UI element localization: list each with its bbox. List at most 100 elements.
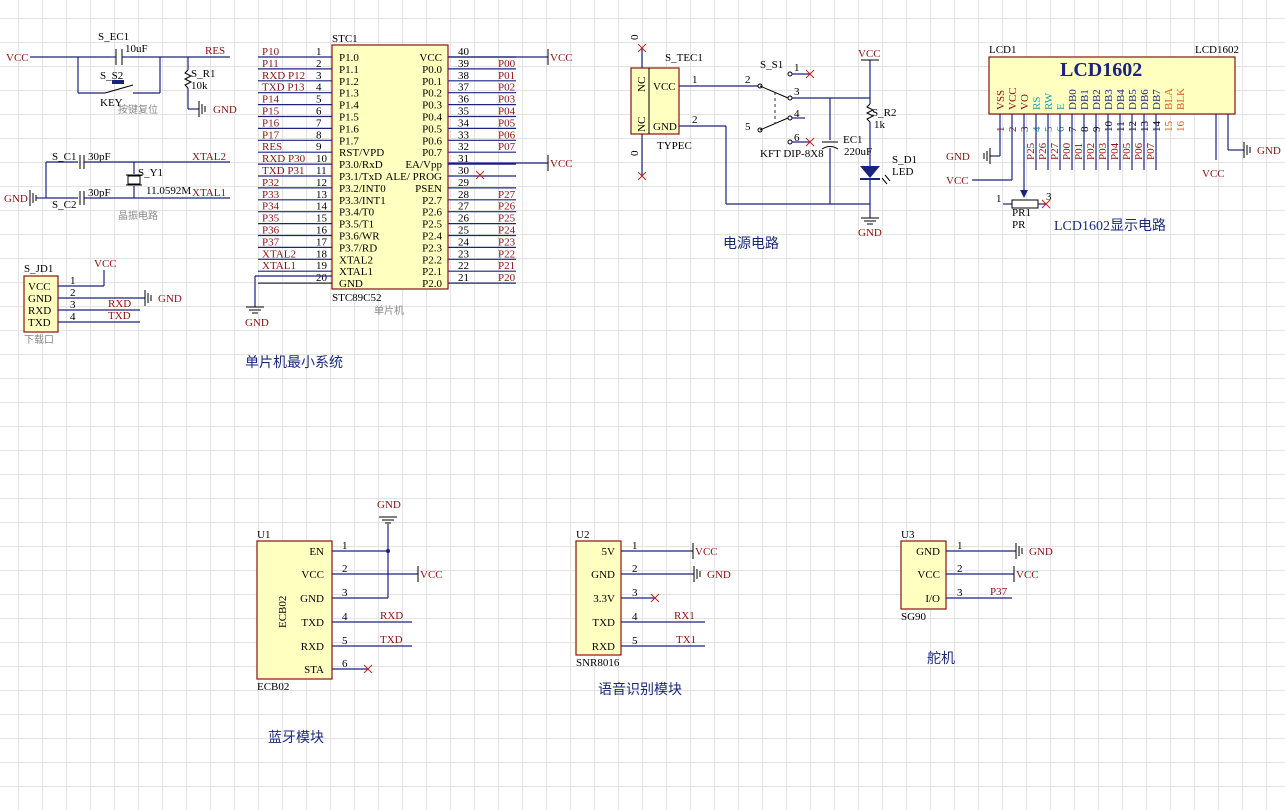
voice-pin-num: 1 — [632, 540, 638, 552]
voice-pin-num: 5 — [632, 635, 638, 647]
mcu-pin-num: 7 — [316, 117, 322, 129]
res-net-label: RES — [205, 45, 225, 57]
crystal-ref: S_Y1 — [138, 167, 163, 179]
crystal-c1-ref: S_C1 — [52, 151, 76, 163]
lcd-pin-label: BLA — [1163, 88, 1175, 110]
servo-part: SG90 — [901, 611, 927, 623]
vcc-label: VCC — [1016, 569, 1039, 581]
mcu-pin-num: 10 — [316, 153, 328, 165]
mcu-net-label: RES — [262, 141, 282, 153]
gnd-label: GND — [158, 293, 182, 305]
mcu-net-label: P03 — [498, 94, 516, 106]
lcd-pin-num: 5 — [1043, 126, 1055, 132]
voice-net-rx1: RX1 — [674, 610, 695, 622]
mcu-pin-label: ALE/ PROG — [385, 171, 442, 183]
gnd-label: GND — [245, 317, 269, 329]
typec-part: TYPEC — [657, 140, 692, 152]
mcu-pin-num: 26 — [458, 213, 470, 225]
mcu-pin-label: VCC — [419, 52, 442, 64]
gnd-label: GND — [4, 193, 28, 205]
mcu-body[interactable] — [331, 44, 449, 290]
mcu-pin-num: 1 — [316, 46, 322, 58]
bt-body[interactable] — [256, 540, 333, 680]
lcd-pin-num: 16 — [1175, 121, 1187, 133]
voice-pin-label: RXD — [592, 641, 615, 653]
servo-pin-label: VCC — [917, 569, 940, 581]
lcd-pin-num: 3 — [1019, 126, 1031, 132]
voice-ref: U2 — [576, 529, 589, 541]
typec-connector[interactable] — [630, 67, 680, 135]
mcu-net-label: P32 — [262, 177, 279, 189]
lcd-net-label: P06 — [1133, 142, 1145, 160]
lcd-body[interactable] — [988, 56, 1236, 115]
mcu-net-label: P37 — [262, 236, 280, 248]
crystal-value: 11.0592M — [146, 185, 191, 197]
mcu-pin-label: P1.0 — [339, 52, 359, 64]
switch-ref: S_S1 — [760, 59, 783, 71]
mcu-pin-label: EA/Vpp — [405, 159, 442, 171]
mcu-pin-label: P1.5 — [339, 112, 359, 124]
lcd-net-label: P04 — [1109, 142, 1121, 160]
mcu-pin-num: 31 — [458, 153, 469, 165]
pin-num: 3 — [794, 86, 800, 98]
lcd-pin-num: 9 — [1091, 126, 1103, 132]
lcd-pin-label: BLK — [1175, 88, 1187, 110]
mcu-net-label: XTAL1 — [262, 260, 296, 272]
bt-pin-num: 6 — [342, 658, 348, 670]
mcu-pin-label: P1.7 — [339, 135, 359, 147]
mcu-net-label: P10 — [262, 46, 280, 58]
mcu-net-label: P01 — [498, 70, 515, 82]
lcd-pin-label: DB4 — [1115, 89, 1127, 110]
download-connector[interactable] — [23, 275, 59, 333]
lcd-pin-label: DB5 — [1127, 89, 1139, 110]
switch-part: KFT DIP-8X8 — [760, 148, 824, 160]
servo-title: 舵机 — [927, 651, 955, 667]
mcu-net-label: P02 — [498, 82, 515, 94]
download-num: 1 — [70, 275, 76, 287]
lcd-pin-label: DB0 — [1067, 89, 1079, 110]
download-net-rxd: RXD — [108, 298, 131, 310]
bt-part: ECB02 — [257, 681, 289, 693]
mcu-pin-num: 33 — [458, 129, 470, 141]
bt-pin-label: EN — [309, 546, 324, 558]
vcc-label: VCC — [550, 158, 573, 170]
mcu-net-label: P14 — [262, 94, 280, 106]
mcu-pin-label: P3.2/INT0 — [339, 183, 386, 195]
gnd-label: GND — [1029, 546, 1053, 558]
vcc-label: VCC — [550, 52, 573, 64]
voice-body[interactable] — [575, 540, 622, 656]
servo-pin-label: GND — [916, 546, 940, 558]
mcu-net-label: P35 — [262, 213, 280, 225]
voice-5v-net: VCC — [695, 546, 718, 558]
servo-pin-num: 3 — [957, 587, 963, 599]
servo-pin-num: 1 — [957, 540, 963, 552]
servo-pin-num: 2 — [957, 563, 963, 575]
servo-body[interactable] — [900, 540, 947, 610]
mcu-pin-num: 15 — [316, 213, 328, 225]
mcu-net-label: P17 — [262, 129, 280, 141]
zero-label: 0 — [629, 34, 641, 40]
bt-title: 蓝牙模块 — [268, 730, 324, 746]
lcd-ref: LCD1 — [989, 44, 1017, 56]
mcu-pin-num: 27 — [458, 201, 470, 213]
mcu-net-label: P06 — [498, 129, 516, 141]
mcu-pin-label: P1.1 — [339, 64, 359, 76]
mcu-net-label: P22 — [498, 248, 515, 260]
lcd-title: LCD1602 — [1060, 59, 1142, 81]
download-pin-rxd: RXD — [28, 305, 51, 317]
lcd-pin-num: 13 — [1139, 121, 1151, 133]
mcu-pin-num: 37 — [458, 82, 470, 94]
mcu-pin-num: 36 — [458, 94, 470, 106]
mcu-pin-num: 29 — [458, 177, 470, 189]
download-pin-gnd: GND — [28, 293, 52, 305]
mcu-pin-num: 18 — [316, 248, 328, 260]
bt-pin-num: 3 — [342, 587, 348, 599]
mcu-net-label: P26 — [498, 201, 516, 213]
download-ref: S_JD1 — [24, 263, 53, 275]
mcu-pin-num: 17 — [316, 236, 328, 248]
voice-part: SNR8016 — [576, 657, 620, 669]
bt-net-rxd: RXD — [380, 610, 403, 622]
